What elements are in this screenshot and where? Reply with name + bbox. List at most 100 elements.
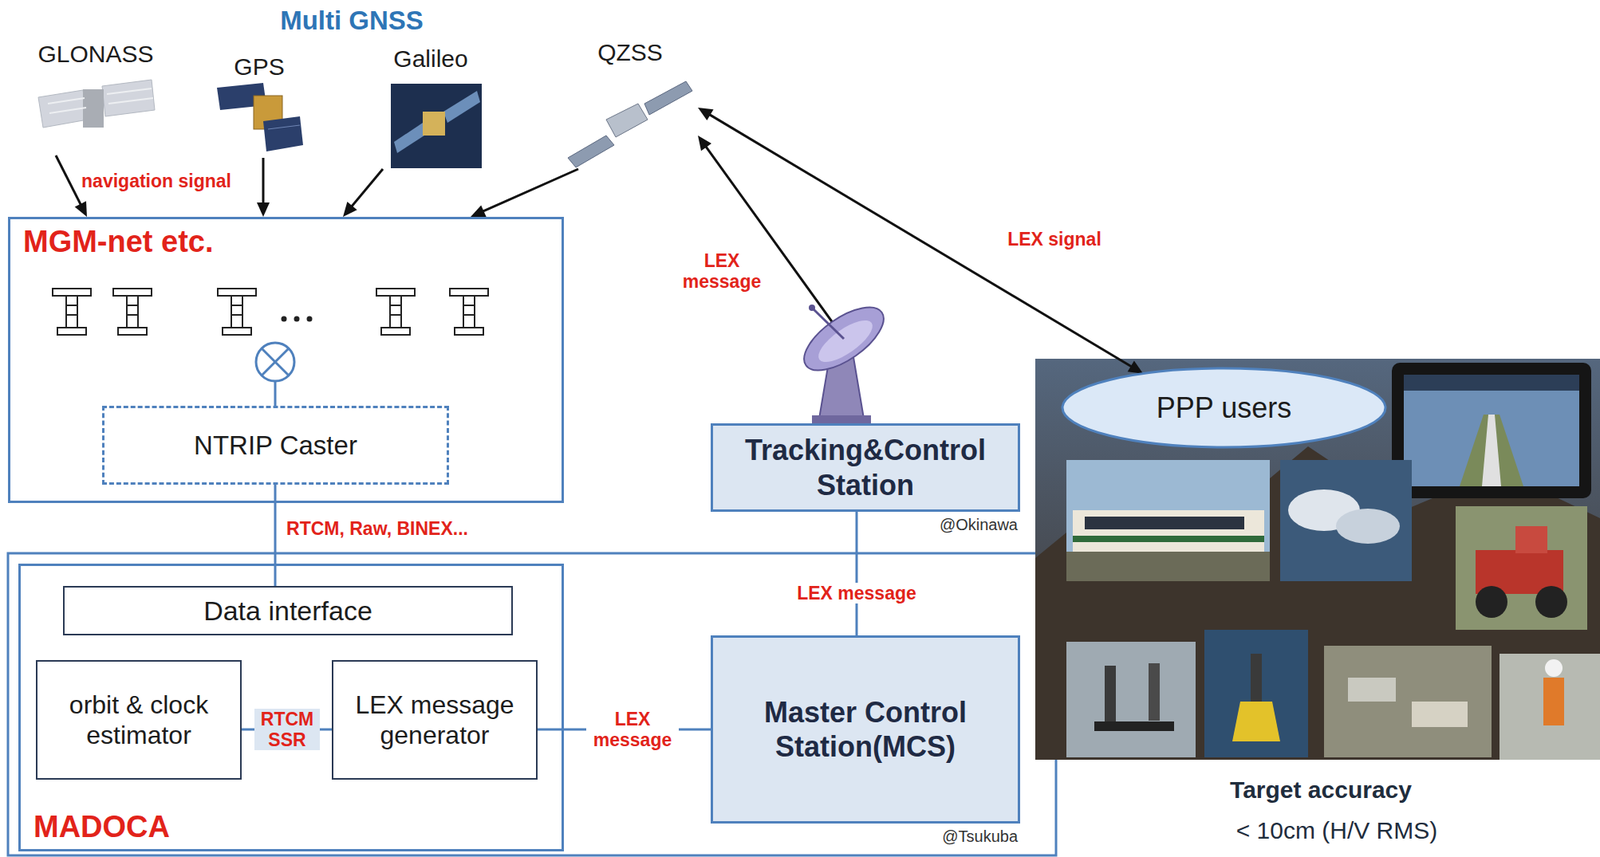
connector	[697, 107, 1143, 375]
qzss-satellite-part	[567, 135, 615, 168]
combiner-symbol-part	[256, 342, 295, 382]
galileo-satellite	[390, 83, 482, 169]
glonass-satellite-part	[102, 79, 155, 117]
box-label: LEX message generator	[342, 689, 527, 752]
application-photos-part	[1543, 677, 1565, 726]
location-note: @Tsukuba	[941, 827, 1018, 847]
application-photos-part	[1403, 374, 1580, 487]
process-box: NTRIP Caster	[102, 405, 450, 485]
user-ellipse: PPP users	[1060, 366, 1388, 450]
combiner-symbol-part	[261, 348, 289, 376]
application-photos	[1035, 358, 1600, 761]
application-photos-part	[1475, 586, 1508, 619]
ground-antenna-part	[794, 295, 895, 383]
application-photos-part	[1066, 551, 1270, 582]
gps-satellite	[216, 82, 304, 152]
application-photos-part	[1280, 460, 1412, 582]
glonass-satellite-part	[108, 98, 154, 104]
application-photos-part	[1066, 642, 1196, 758]
box-label: Data interface	[203, 595, 373, 628]
application-photos-part	[1072, 510, 1265, 552]
application-photos-part	[1499, 654, 1600, 761]
arrow-head	[470, 204, 487, 217]
process-box: Tracking&Control Station@Okinawa	[710, 423, 1021, 513]
application-photos-part	[1232, 701, 1281, 742]
edge-label: LEX signal	[1004, 228, 1104, 250]
connector	[342, 169, 383, 217]
group-heading: MADOCA	[33, 809, 170, 847]
process-box: Master Control Station(MCS)@Tsukuba	[710, 635, 1021, 824]
gps-satellite-part	[267, 125, 300, 130]
signal-label: navigation signal	[81, 170, 232, 194]
glonass-satellite-part	[47, 98, 85, 104]
connector-line	[477, 169, 579, 214]
connector-line	[274, 484, 277, 587]
satellite: GLONASS	[31, 39, 160, 156]
edge-label: LEX message	[794, 583, 919, 604]
gnss-receivers-part	[52, 288, 91, 335]
accuracy-value: < 10cm (H/V RMS)	[1236, 816, 1439, 846]
ellipse-shape	[1062, 368, 1386, 448]
qzss-satellite-part	[606, 103, 648, 138]
box-label: orbit & clock estimator	[47, 689, 231, 752]
edge-label: LEX message	[675, 250, 769, 293]
application-photos-part	[1035, 358, 1600, 761]
ground-antenna-part	[808, 304, 816, 312]
connector	[470, 169, 579, 217]
application-photos-part	[1066, 460, 1270, 582]
galileo-satellite-part	[422, 111, 446, 136]
arrow-head	[697, 135, 712, 151]
system-group: MGM-net etc.NTRIP Caster	[7, 216, 564, 504]
satellite-label: QZSS	[562, 38, 698, 67]
combiner-symbol-part	[274, 381, 277, 406]
edge-label: RTCM, Raw, BINEX...	[283, 518, 471, 540]
satellite: QZSS	[562, 38, 698, 170]
gps-satellite-part	[263, 116, 304, 152]
connector	[275, 484, 276, 587]
edge-label: RTCM SSR	[254, 709, 320, 752]
ground-antenna-part	[812, 313, 879, 370]
process-box: orbit & clock estimator	[35, 660, 242, 781]
box-label: Master Control Station(MCS)	[722, 695, 1009, 765]
glonass-satellite-part	[106, 88, 152, 95]
ellipse-label: PPP users	[1156, 390, 1292, 426]
qzss-satellite-part	[644, 81, 693, 115]
application-photos-part	[1455, 506, 1588, 631]
galileo-satellite-part	[394, 122, 427, 154]
application-photos-part	[1403, 374, 1580, 391]
galileo-satellite-part	[443, 90, 481, 123]
connector-line	[347, 169, 383, 211]
connector	[256, 157, 270, 217]
combiner-symbol	[256, 342, 295, 406]
process-box: Data interface	[63, 586, 513, 636]
galileo-satellite-part	[390, 83, 482, 169]
process-box: LEX message generator	[331, 660, 538, 781]
gnss-receivers-part	[376, 288, 415, 335]
connector-line	[55, 155, 83, 210]
application-photos-part	[1411, 701, 1468, 728]
glonass-satellite	[38, 79, 155, 128]
application-photos-part	[1391, 362, 1592, 499]
application-photos-part	[1324, 646, 1492, 758]
ground-antenna	[794, 295, 895, 424]
box-label: NTRIP Caster	[193, 429, 358, 462]
glonass-satellite-part	[49, 107, 87, 114]
application-photos-part	[1094, 721, 1175, 732]
application-photos-part	[1204, 630, 1309, 758]
arrow-head	[256, 202, 270, 217]
location-note: @Okinawa	[939, 515, 1018, 535]
arrow-head	[1127, 361, 1144, 375]
connector-line	[855, 512, 859, 636]
application-photos-part	[1544, 659, 1563, 678]
system-group: MADOCA Data interface orbit & clock estima…	[18, 563, 564, 852]
gnss-receivers	[52, 288, 489, 335]
connector	[856, 512, 858, 636]
qzss-satellite	[567, 81, 693, 168]
application-photos-part	[1084, 516, 1245, 530]
gnss-receivers-part	[449, 288, 489, 335]
application-photos-part	[1250, 654, 1262, 702]
connector-line	[705, 111, 1137, 370]
edge-label: LEX message	[586, 709, 679, 752]
gnss-receivers-part	[113, 288, 152, 335]
